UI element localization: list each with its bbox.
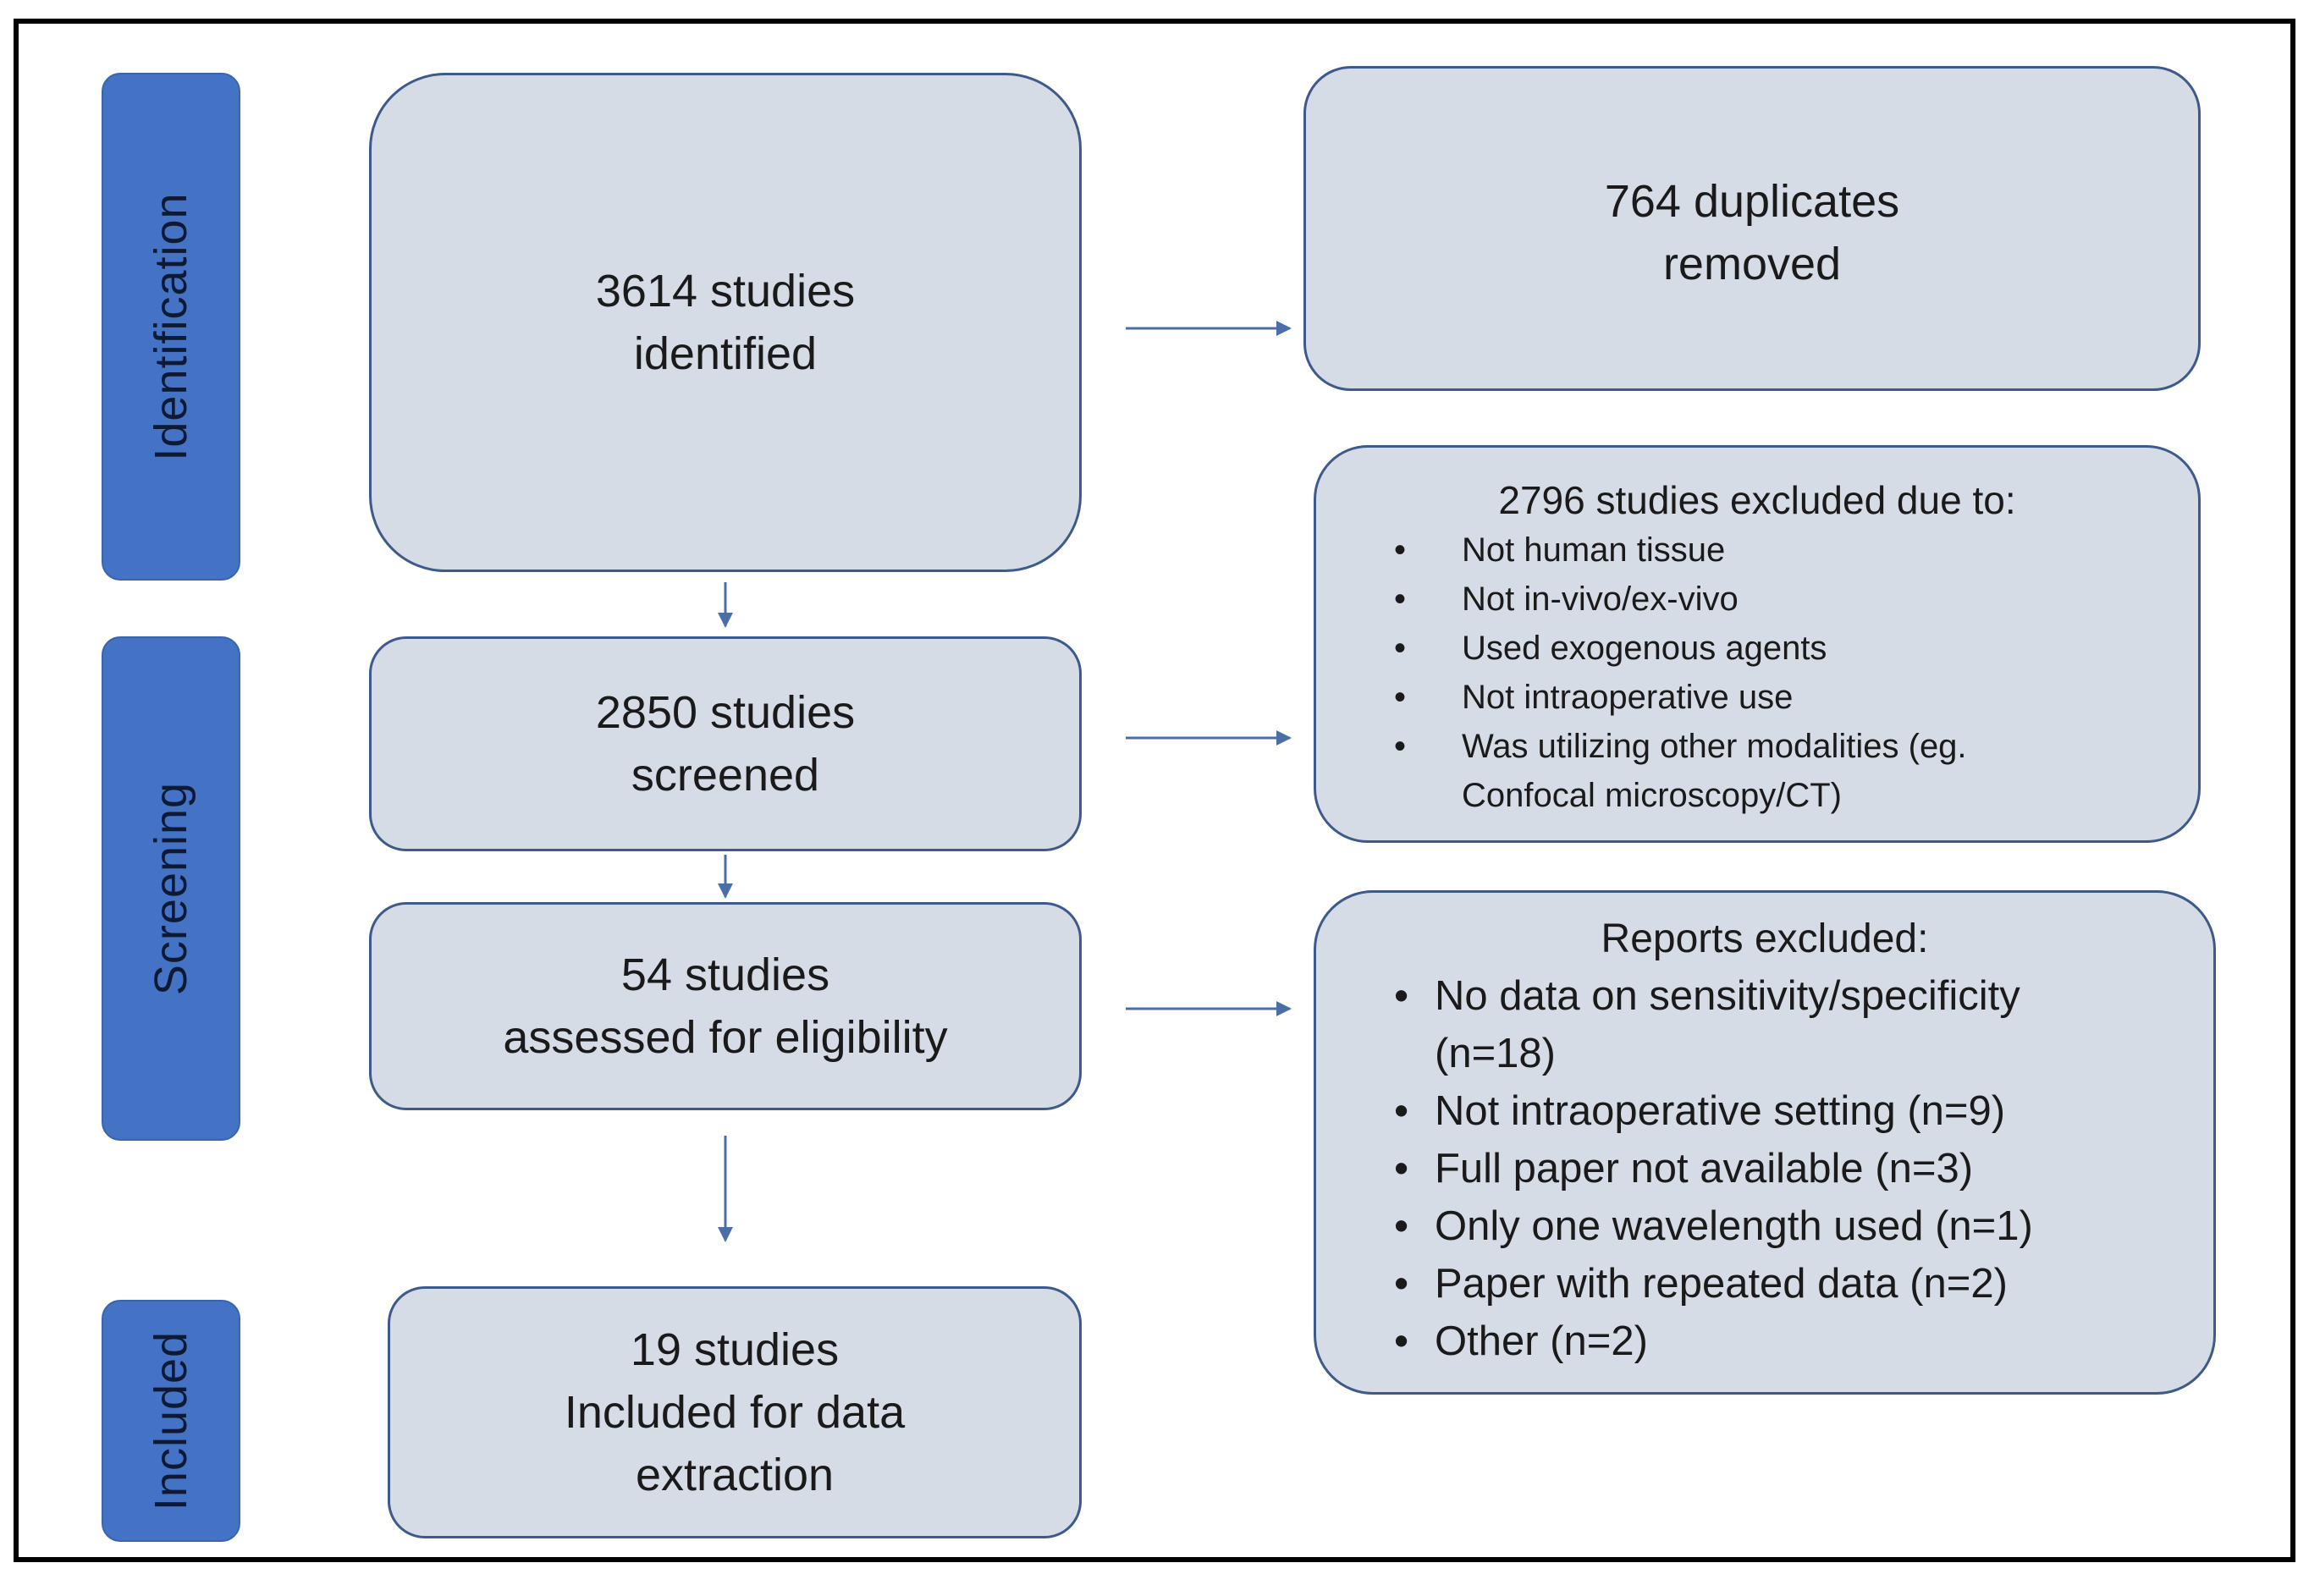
stage-included: Included [102,1300,240,1542]
list-item: Used exogenous agents [1316,624,2198,673]
included-label-2: extraction [635,1450,835,1500]
list-item: Other (n=2) [1316,1313,2213,1370]
list-item-continuation: Confocal microscopy/CT) [1462,777,1843,814]
included-count: 19 studies [630,1324,840,1375]
list-item: No data on sensitivity/specificity [1316,967,2213,1025]
list-item: Paper with repeated data (n=2) [1316,1255,2213,1313]
list-item: Was utilizing other modalities (eg. [1316,722,2198,771]
reports-excluded-box: Reports excluded: No data on sensitivity… [1314,890,2216,1395]
identified-count: 3614 studies [595,266,856,316]
list-item: Full paper not available (n=3) [1316,1140,2213,1197]
list-item: Not intraoperative use [1316,673,2198,722]
list-item: Not human tissue [1316,526,2198,575]
eligibility-label: assessed for eligibility [503,1012,948,1063]
excluded-screening-list: Not human tissue Not in-vivo/ex-vivo Use… [1316,526,2198,820]
list-item: Not in-vivo/ex-vivo [1316,575,2198,624]
reports-excluded-title: Reports excluded: [1601,916,1929,961]
screened-count: 2850 studies [595,687,856,738]
eligibility-box: 54 studies assessed for eligibility [369,902,1082,1110]
screened-label: screened [631,750,820,801]
list-item-continuation: (n=18) [1435,1031,1557,1076]
eligibility-count: 54 studies [620,949,830,1000]
reports-excluded-list: No data on sensitivity/specificity (n=18… [1316,967,2213,1370]
excluded-screening-title: 2796 studies excluded due to: [1498,478,2016,522]
duplicates-count: 764 duplicates [1604,176,1900,227]
duplicates-label: removed [1662,239,1842,289]
identified-label: identified [633,328,818,379]
excluded-screening-box: 2796 studies excluded due to: Not human … [1314,445,2201,843]
identified-box: 3614 studies identified [369,73,1082,572]
stage-screening: Screening [102,636,240,1141]
diagram-frame [14,19,2295,1562]
list-item: Only one wavelength used (n=1) [1316,1197,2213,1255]
duplicates-box: 764 duplicates removed [1303,66,2201,391]
stage-identification: Identification [102,73,240,581]
screened-box: 2850 studies screened [369,636,1082,851]
list-item: Not intraoperative setting (n=9) [1316,1082,2213,1140]
included-label: Included for data [564,1387,906,1438]
included-box: 19 studies Included for data extraction [388,1286,1082,1538]
